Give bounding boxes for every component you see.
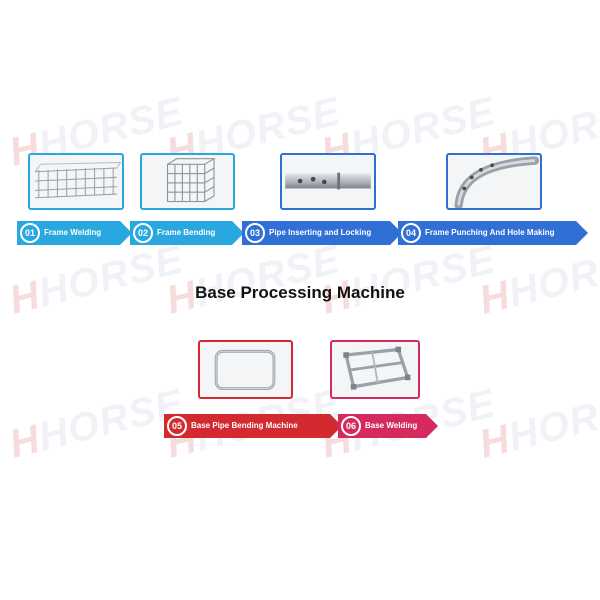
step-label: Base Welding — [365, 421, 418, 430]
watermark-logo: HHORSE — [162, 237, 345, 323]
step-label: Pipe Inserting and Locking — [269, 228, 372, 237]
step-4-image — [446, 153, 542, 210]
step-number: 05 — [167, 416, 187, 436]
watermark-logo: HHORSE — [317, 237, 500, 323]
watermark-logo: HHORSE — [5, 381, 188, 467]
step-label: Frame Punching And Hole Making — [425, 228, 555, 237]
step-arrow-6: 06 Base Welding — [338, 414, 438, 438]
step-arrow-5: 05 Base Pipe Bending Machine — [164, 414, 342, 438]
step-arrow-2: 02 Frame Bending — [130, 221, 244, 245]
step-3-image — [280, 153, 376, 210]
step-label: Frame Welding — [44, 228, 102, 237]
step-number: 03 — [245, 223, 265, 243]
step-6-image — [330, 340, 420, 399]
step-arrow-4: 04 Frame Punching And Hole Making — [398, 221, 588, 245]
watermark-logo: HHORSE — [475, 237, 600, 323]
watermark-logo: HHORSE — [5, 237, 188, 323]
step-arrow-1: 01 Frame Welding — [17, 221, 132, 245]
step-number: 06 — [341, 416, 361, 436]
step-1-image — [28, 153, 124, 210]
step-number: 02 — [133, 223, 153, 243]
step-arrow-3: 03 Pipe Inserting and Locking — [242, 221, 402, 245]
step-label: Base Pipe Bending Machine — [191, 421, 298, 430]
step-2-image — [140, 153, 235, 210]
step-number: 01 — [20, 223, 40, 243]
step-number: 04 — [401, 223, 421, 243]
page-title: Base Processing Machine — [195, 283, 405, 302]
step-5-image — [198, 340, 293, 399]
watermark-logo: HHORSE — [475, 381, 600, 467]
step-label: Frame Bending — [157, 228, 216, 237]
